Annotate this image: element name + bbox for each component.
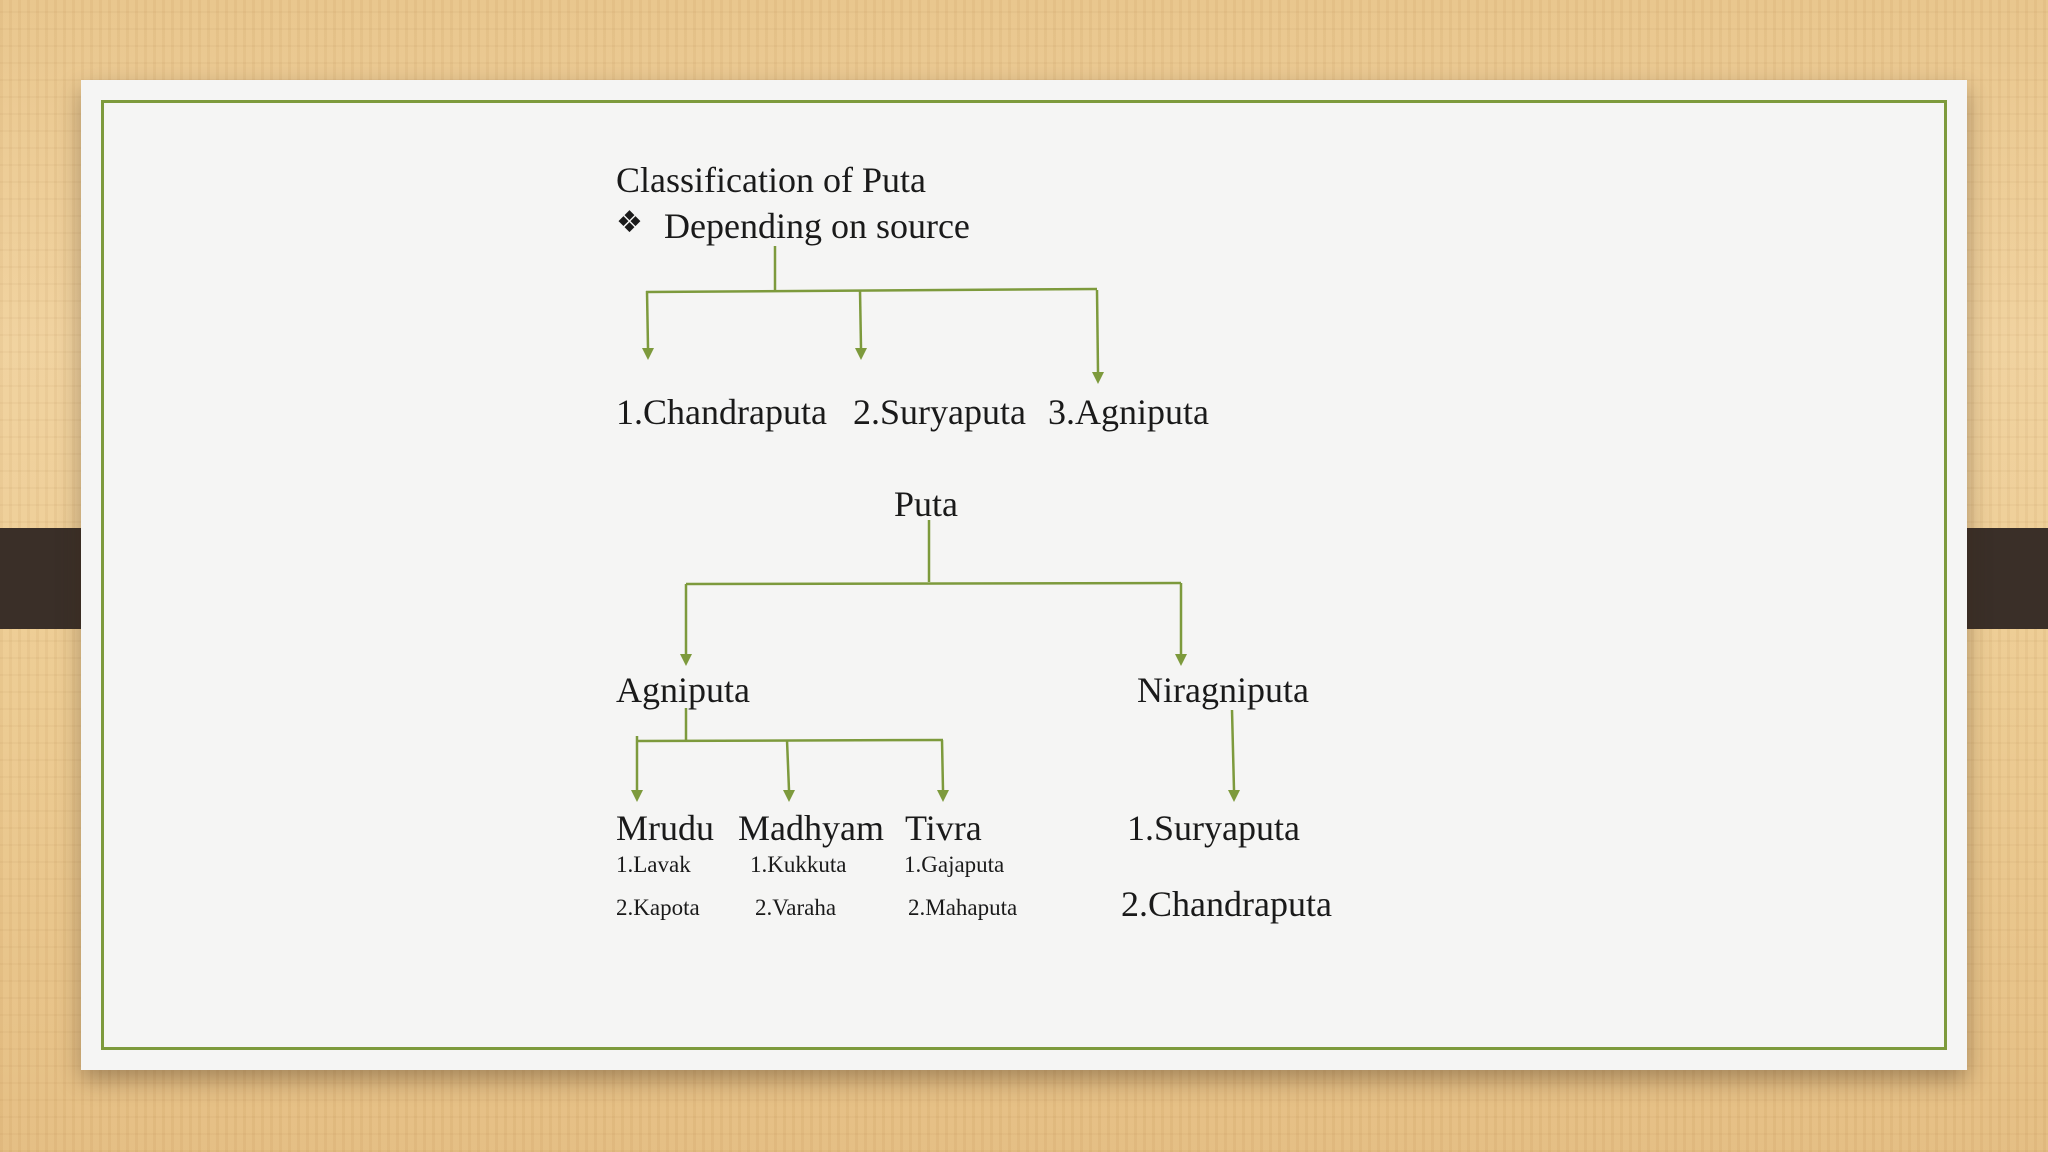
niragniputa-type-chandraputa: 2.Chandraputa xyxy=(1121,884,1332,924)
mrudu-example-lavak: 1.Lavak xyxy=(616,852,691,877)
branch-niragniputa: Niragniputa xyxy=(1137,670,1309,710)
tivra-example-mahaputa: 2.Mahaputa xyxy=(908,895,1018,920)
niragniputa-connectors xyxy=(1228,709,1240,802)
bullet-text: Depending on source xyxy=(664,206,970,246)
agniputa-connectors xyxy=(631,708,949,802)
puta-tree-connectors xyxy=(680,520,1187,666)
branch-agniputa: Agniputa xyxy=(616,670,750,710)
mrudu-example-kapota: 2.Kapota xyxy=(616,895,700,920)
madhyam-example-varaha: 2.Varaha xyxy=(755,895,837,920)
agniputa-type-mrudu: Mrudu xyxy=(616,808,714,848)
source-tree-connectors xyxy=(642,246,1104,384)
slide-title: Classification of Puta xyxy=(616,160,926,200)
tivra-example-gajaputa: 1.Gajaputa xyxy=(904,852,1005,877)
source-type-chandraputa: 1.Chandraputa xyxy=(616,392,827,432)
diamond-bullet-icon: ❖ xyxy=(616,205,643,240)
root-node-puta: Puta xyxy=(894,484,959,524)
niragniputa-type-suryaputa: 1.Suryaputa xyxy=(1127,808,1300,848)
source-type-suryaputa: 2.Suryaputa xyxy=(853,392,1026,432)
agniputa-type-tivra: Tivra xyxy=(905,808,982,848)
slide-border xyxy=(101,100,1947,1050)
agniputa-type-madhyam: Madhyam xyxy=(738,808,884,848)
slide xyxy=(81,80,1967,1070)
madhyam-example-kukkuta: 1.Kukkuta xyxy=(750,852,847,877)
source-type-agniputa: 3.Agniputa xyxy=(1048,392,1209,432)
